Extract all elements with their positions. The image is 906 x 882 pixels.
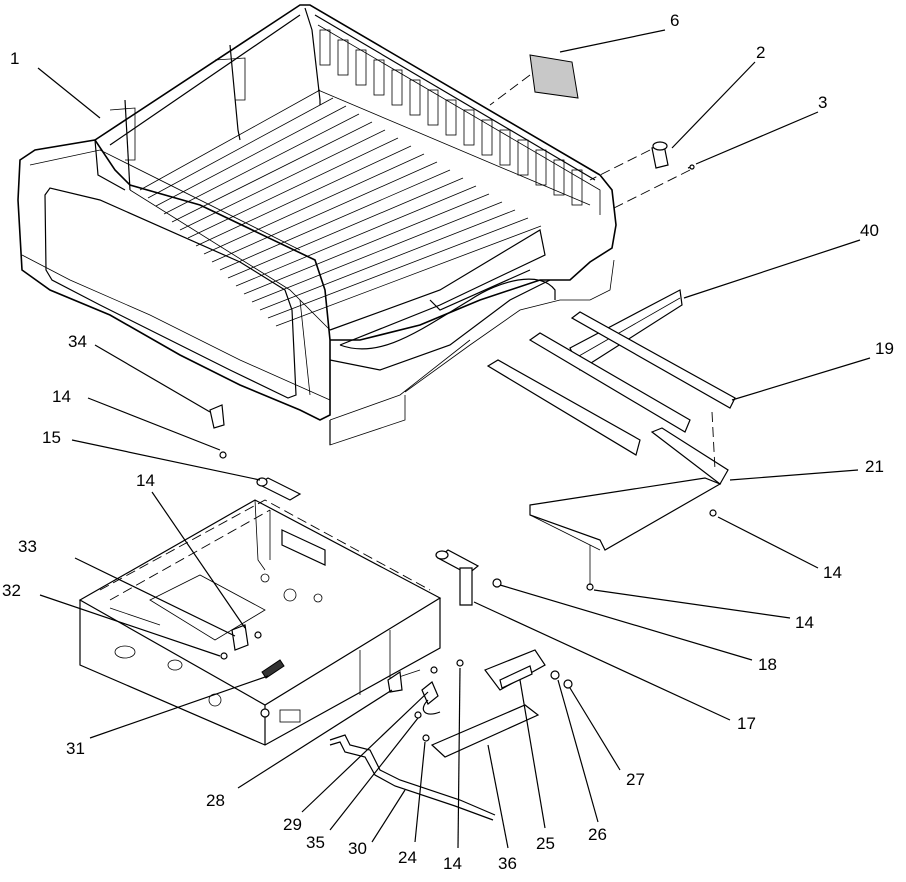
callout-14: 14 — [823, 563, 842, 582]
callout-6: 6 — [670, 11, 679, 30]
nut-part-14-frame — [430, 666, 438, 674]
callout-30: 30 — [348, 839, 367, 858]
hinge-pin-part-15 — [256, 477, 302, 501]
side-wall-slots — [317, 24, 601, 215]
callout-33: 33 — [18, 537, 37, 556]
callout-14: 14 — [443, 854, 462, 873]
bolt-part-18 — [492, 578, 502, 588]
bracket-part-34 — [209, 404, 225, 429]
spring-part-31 — [261, 659, 285, 679]
callout-18: 18 — [758, 655, 777, 674]
bed-floor-ribs — [129, 89, 542, 331]
callout-24: 24 — [398, 848, 417, 867]
callout-labels: 1 6 2 3 40 19 34 14 15 14 21 14 14 33 32… — [2, 11, 894, 873]
callout-31: 31 — [66, 739, 85, 758]
pin-part-32 — [220, 652, 228, 660]
callout-3: 3 — [818, 93, 827, 112]
knob-part-2 — [651, 141, 669, 169]
callout-14: 14 — [795, 613, 814, 632]
callout-2: 2 — [756, 43, 765, 62]
callout-35: 35 — [306, 833, 325, 852]
chassis-frame — [78, 499, 442, 746]
washer-part-26 — [550, 670, 560, 680]
callout-17: 17 — [737, 714, 756, 733]
nut-part-14 — [709, 509, 717, 517]
bed-support-plate-part-21 — [529, 427, 729, 551]
clip-part-29 — [421, 681, 439, 705]
callout-14: 14 — [136, 471, 155, 490]
callout-25: 25 — [536, 834, 555, 853]
plate-part-36 — [430, 704, 540, 758]
latch-plate-part-28 — [387, 670, 403, 693]
callout-29: 29 — [283, 815, 302, 834]
washer-part-35 — [414, 711, 422, 719]
callout-28: 28 — [206, 791, 225, 810]
nut-part-27 — [563, 679, 573, 689]
callout-32: 32 — [2, 581, 21, 600]
callout-14: 14 — [52, 387, 71, 406]
screw-part-3 — [687, 164, 695, 170]
callout-27: 27 — [626, 770, 645, 789]
latch-rod-part-30 — [329, 734, 496, 821]
latch-bracket-part-25 — [484, 649, 546, 691]
pin-part-24 — [422, 734, 430, 742]
callout-40: 40 — [860, 221, 879, 240]
callout-34: 34 — [68, 332, 87, 351]
latch-bracket-part-33 — [231, 624, 262, 651]
callout-26: 26 — [588, 825, 607, 844]
bed-rail-part-19 — [486, 311, 736, 456]
callout-15: 15 — [42, 428, 61, 447]
bolt-part-14-latch — [456, 659, 464, 667]
cargo-bed — [17, 4, 617, 446]
callout-21: 21 — [865, 457, 884, 476]
callout-36: 36 — [498, 854, 517, 873]
callout-19: 19 — [875, 339, 894, 358]
hinge-pin-part-17 — [435, 549, 480, 606]
bed-mount-bracket-part-40 — [569, 289, 683, 371]
nut-part-14-left — [219, 451, 227, 459]
leader-lines — [37, 29, 871, 849]
callout-1: 1 — [10, 49, 19, 68]
decal-part-6 — [529, 54, 579, 99]
